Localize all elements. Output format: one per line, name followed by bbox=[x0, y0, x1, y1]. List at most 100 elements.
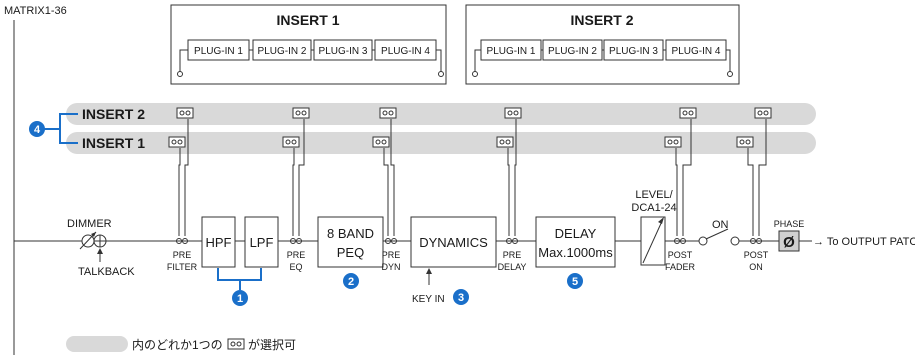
tap-label-pre-dyn: PRE DYN bbox=[381, 250, 400, 272]
level-label-line1: LEVEL/ bbox=[635, 189, 673, 201]
badge-1: 1 bbox=[232, 290, 248, 306]
tap-line-insert2-pre-dyn bbox=[390, 119, 395, 236]
legend-selector-icon bbox=[227, 338, 245, 350]
talkback-sum-icon bbox=[93, 234, 107, 262]
insert2-selector-pre-delay[interactable] bbox=[504, 107, 522, 119]
insert1-selector-pre-eq[interactable] bbox=[282, 136, 300, 148]
insert2-selector-post-on[interactable] bbox=[754, 107, 772, 119]
insert1-plugin-4[interactable]: PLUG-IN 4 bbox=[374, 39, 437, 61]
hpf-block[interactable]: HPF bbox=[201, 216, 236, 268]
phase-symbol-icon: Ø bbox=[783, 234, 795, 251]
tap-line-insert2-pre-eq bbox=[298, 119, 305, 236]
badge-5: 5 bbox=[567, 273, 583, 289]
insert1-selector-pre-filter[interactable] bbox=[168, 136, 186, 148]
insert2-plugin-2-label: PLUG-IN 2 bbox=[548, 46, 597, 57]
badge-4: 4 bbox=[29, 121, 45, 137]
tap-pre-filter-line2: FILTER bbox=[167, 262, 198, 272]
tap-label-pre-filter: PRE FILTER bbox=[167, 250, 198, 272]
phase-invert-button[interactable]: Ø bbox=[778, 230, 800, 252]
dynamics-block[interactable]: DYNAMICS bbox=[410, 216, 497, 268]
insert2-selector-pre-dyn[interactable] bbox=[379, 107, 397, 119]
tap-pre-filter-line1: PRE bbox=[173, 250, 192, 260]
tap-line-insert2-pre-filter bbox=[184, 119, 189, 236]
tap-line-insert1-pre-dyn bbox=[383, 148, 389, 236]
delay-label-line2: Max.1000ms bbox=[538, 245, 613, 260]
legend-swatch bbox=[66, 336, 128, 352]
badge-1-bracket bbox=[217, 268, 262, 290]
lpf-label: LPF bbox=[250, 235, 274, 250]
insert1-plugin-2[interactable]: PLUG-IN 2 bbox=[252, 39, 312, 61]
badge-4-bracket bbox=[44, 113, 78, 144]
badge-3: 3 bbox=[453, 289, 469, 305]
badge-3-number: 3 bbox=[458, 292, 464, 304]
insert1-panel-title: INSERT 1 bbox=[276, 12, 339, 28]
insert1-selector-post-fader[interactable] bbox=[664, 136, 682, 148]
tap-line-insert1-pre-filter bbox=[178, 148, 181, 236]
lpf-block[interactable]: LPF bbox=[244, 216, 279, 268]
insert2-plugin-1[interactable]: PLUG-IN 1 bbox=[480, 39, 542, 61]
insert1-plugin-3-label: PLUG-IN 3 bbox=[319, 46, 368, 57]
peq-label-line1: 8 BAND bbox=[327, 226, 374, 241]
insert2-panel-title: INSERT 2 bbox=[570, 12, 633, 28]
level-label-line2: DCA1-24 bbox=[631, 202, 676, 214]
insert2-plugin-1-label: PLUG-IN 1 bbox=[487, 46, 536, 57]
insert1-plugin-2-label: PLUG-IN 2 bbox=[258, 46, 307, 57]
delay-block[interactable]: DELAY Max.1000ms bbox=[535, 216, 616, 268]
legend-text: 内のどれか1つの bbox=[132, 338, 223, 352]
tap-post-fader-line1: POST bbox=[668, 250, 693, 260]
insert2-panel: INSERT 2 PLUG-IN 1 PLUG-IN 2 PLUG-IN 3 P… bbox=[465, 4, 740, 85]
peq-label-line2: PEQ bbox=[337, 245, 364, 260]
tap-pre-eq-line1: PRE bbox=[287, 250, 306, 260]
tap-label-pre-delay: PRE DELAY bbox=[498, 250, 527, 272]
tap-line-insert2-post-on bbox=[758, 119, 767, 236]
on-switch-icon[interactable] bbox=[698, 228, 740, 246]
phase-label: PHASE bbox=[774, 219, 805, 229]
dynamics-label: DYNAMICS bbox=[419, 235, 488, 250]
tap-post-on-line2: ON bbox=[749, 262, 763, 272]
insert2-plugin-4[interactable]: PLUG-IN 4 bbox=[665, 39, 727, 61]
badge-2-number: 2 bbox=[348, 276, 354, 288]
insert2-plugin-4-label: PLUG-IN 4 bbox=[672, 46, 721, 57]
insert1-plugin-1[interactable]: PLUG-IN 1 bbox=[187, 39, 250, 61]
insert1-plugin-1-label: PLUG-IN 1 bbox=[194, 46, 243, 57]
insert1-selector-pre-delay[interactable] bbox=[496, 136, 514, 148]
insert1-panel: INSERT 1 PLUG-IN 1 PLUG-IN 2 PLUG-IN 3 P… bbox=[170, 4, 447, 85]
tap-pre-eq-line2: EQ bbox=[289, 262, 302, 272]
insert2-bar-label: INSERT 2 bbox=[82, 106, 145, 122]
badge-4-number: 4 bbox=[34, 124, 41, 136]
output-label: → To OUTPUT PATCH bbox=[813, 236, 915, 248]
tap-pre-delay-line2: DELAY bbox=[498, 262, 527, 272]
tap-line-insert1-pre-eq bbox=[292, 148, 295, 236]
insert2-selector-pre-filter[interactable] bbox=[176, 107, 194, 119]
level-fader-icon[interactable] bbox=[640, 216, 666, 266]
tap-post-fader-line2: FADER bbox=[665, 262, 696, 272]
insert2-plugin-2[interactable]: PLUG-IN 2 bbox=[542, 39, 603, 61]
insert1-selector-pre-dyn[interactable] bbox=[372, 136, 390, 148]
tap-line-insert1-post-on bbox=[747, 148, 754, 236]
insert1-selector-post-on[interactable] bbox=[736, 136, 754, 148]
insert1-plugin-4-label: PLUG-IN 4 bbox=[381, 46, 430, 57]
insert2-selector-pre-eq[interactable] bbox=[292, 107, 310, 119]
insert1-bus-bar bbox=[66, 132, 816, 154]
talkback-label: TALKBACK bbox=[78, 266, 135, 278]
tap-label-post-fader: POST FADER bbox=[665, 250, 696, 272]
tap-label-pre-eq: PRE EQ bbox=[287, 250, 306, 272]
key-in-label: KEY IN bbox=[412, 294, 445, 305]
insert2-plugin-3-label: PLUG-IN 3 bbox=[609, 46, 658, 57]
tap-line-insert2-post-fader bbox=[682, 119, 692, 236]
insert2-bus-bar bbox=[66, 103, 816, 125]
peq-block[interactable]: 8 BAND PEQ bbox=[317, 216, 384, 268]
insert1-plugin-3[interactable]: PLUG-IN 3 bbox=[313, 39, 373, 61]
insert2-selector-post-fader[interactable] bbox=[679, 107, 697, 119]
insert2-plugin-3[interactable]: PLUG-IN 3 bbox=[603, 39, 664, 61]
insert-point-selectors bbox=[168, 107, 772, 148]
tap-line-insert2-pre-delay bbox=[514, 119, 517, 236]
tap-line-insert1-post-fader bbox=[675, 148, 678, 236]
legend-text-after: が選択可 bbox=[248, 337, 296, 352]
dimmer-label: DIMMER bbox=[67, 218, 112, 230]
badge-5-number: 5 bbox=[572, 276, 578, 288]
insert1-bar-label: INSERT 1 bbox=[82, 135, 145, 151]
delay-label-line1: DELAY bbox=[555, 226, 597, 241]
tap-line-insert1-pre-delay bbox=[507, 148, 510, 236]
badge-1-number: 1 bbox=[237, 293, 243, 305]
